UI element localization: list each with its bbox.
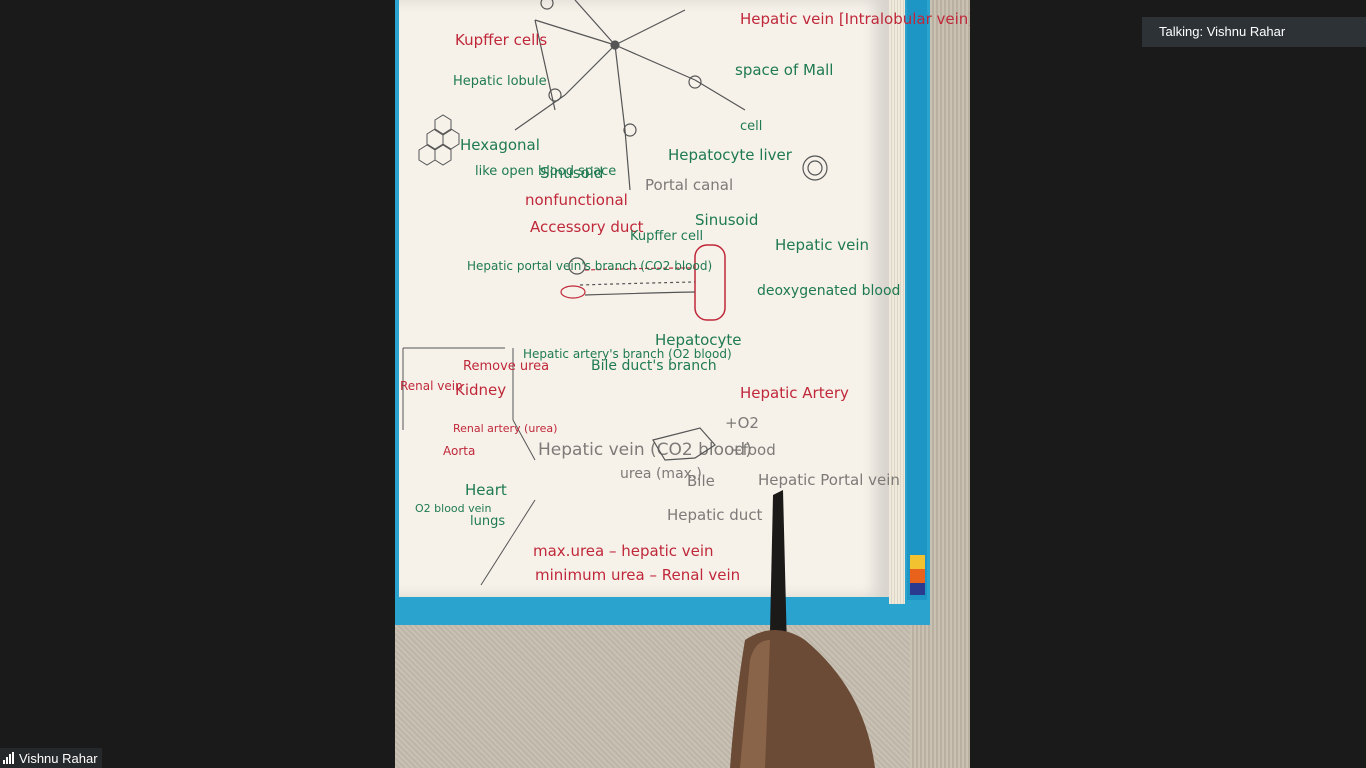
flow-box bbox=[402, 347, 536, 586]
video-feed: Kupffer cells Hepatic vein [Intralobular… bbox=[395, 0, 970, 768]
red-ink-notes: Kupffer cells Hepatic vein [Intralobular… bbox=[400, 10, 970, 584]
urea-max-label: urea (max.) bbox=[620, 466, 702, 482]
o2-label: +O2 bbox=[725, 414, 759, 432]
talking-indicator: Talking: Vishnu Rahar bbox=[1142, 17, 1366, 47]
portal-vein-branch-label: Hepatic portal vein's branch (CO2 blood) bbox=[467, 259, 712, 273]
renal-artery-label: Renal artery (urea) bbox=[453, 422, 557, 435]
accessory-duct-label: Accessory duct bbox=[530, 218, 644, 236]
pen-and-hand bbox=[730, 490, 875, 768]
sinusoid-label: Sinusoid bbox=[540, 164, 603, 182]
kupffer-cell-label: Kupffer cell bbox=[630, 229, 703, 244]
nonfunctional-label: nonfunctional bbox=[525, 191, 628, 209]
min-urea-note: minimum urea – Renal vein bbox=[535, 566, 740, 584]
bile-duct-branch-label: Bile duct's branch bbox=[591, 358, 717, 374]
notebook-page-edges bbox=[889, 0, 905, 604]
grey-ink-notes: Portal canal Hepatic vein (CO2 blood) ur… bbox=[538, 176, 900, 524]
hepatic-vein-intralobular-label: Hepatic vein [Intralobular vein] bbox=[740, 10, 970, 28]
hepatic-portal-vein-label: Hepatic Portal vein bbox=[758, 471, 900, 489]
kidney-label: Kidney bbox=[455, 381, 506, 399]
hepatic-vein-label: Hepatic vein bbox=[775, 236, 869, 254]
max-urea-note: max.urea – hepatic vein bbox=[533, 542, 714, 560]
signal-bars-icon bbox=[3, 752, 14, 764]
hepatic-lobule-sketch bbox=[514, 0, 828, 191]
o2-blood-vein-label: O2 blood vein bbox=[415, 502, 491, 515]
lungs-label: lungs bbox=[470, 514, 505, 529]
notebook-page bbox=[399, 0, 889, 597]
liver-outline bbox=[652, 427, 716, 461]
participant-name-tag: Vishnu Rahar bbox=[0, 748, 102, 768]
aorta-label: Aorta bbox=[443, 444, 475, 458]
kupffer-cells-label: Kupffer cells bbox=[455, 31, 547, 49]
food-label: +food bbox=[730, 441, 776, 459]
space-of-mall-label: space of Mall bbox=[735, 61, 833, 79]
portal-canal-sketch bbox=[560, 244, 726, 321]
hexagonal-label: Hexagonal bbox=[460, 136, 540, 154]
heart-label: Heart bbox=[465, 481, 507, 499]
hepatic-vein-co2-label: Hepatic vein (CO2 blood) bbox=[538, 440, 752, 460]
hepatic-artery-label: Hepatic Artery bbox=[740, 384, 849, 402]
notebook-spine bbox=[907, 0, 927, 600]
talking-indicator-text: Talking: Vishnu Rahar bbox=[1159, 24, 1286, 39]
hepatocyte-liver-label: Hepatocyte liver bbox=[668, 146, 793, 164]
liver-notes-drawing: Kupffer cells Hepatic vein [Intralobular… bbox=[400, 0, 970, 768]
notebook-spine-stripes bbox=[910, 555, 925, 595]
hepatic-lobule-label: Hepatic lobule bbox=[453, 74, 547, 89]
open-blood-space-label: like open blood space bbox=[475, 164, 616, 179]
hepatocyte-label: Hepatocyte bbox=[655, 331, 742, 349]
portal-canal-label: Portal canal bbox=[645, 176, 733, 194]
green-ink-notes: Hepatic lobule Hexagonal space of Mall c… bbox=[415, 61, 900, 529]
hepatic-duct-label: Hepatic duct bbox=[667, 506, 763, 524]
hexagon-icon bbox=[418, 114, 460, 166]
cell-label: cell bbox=[740, 119, 762, 134]
deoxygenated-blood-label: deoxygenated blood bbox=[757, 283, 900, 299]
bile-label: Bile bbox=[687, 472, 715, 490]
remove-urea-label: Remove urea bbox=[463, 359, 549, 374]
sinusoid-label-2: Sinusoid bbox=[695, 211, 758, 229]
participant-name: Vishnu Rahar bbox=[19, 750, 98, 766]
renal-vein-label: Renal vein bbox=[400, 379, 463, 393]
hepatic-artery-branch-label: Hepatic artery's branch (O2 blood) bbox=[523, 347, 732, 361]
